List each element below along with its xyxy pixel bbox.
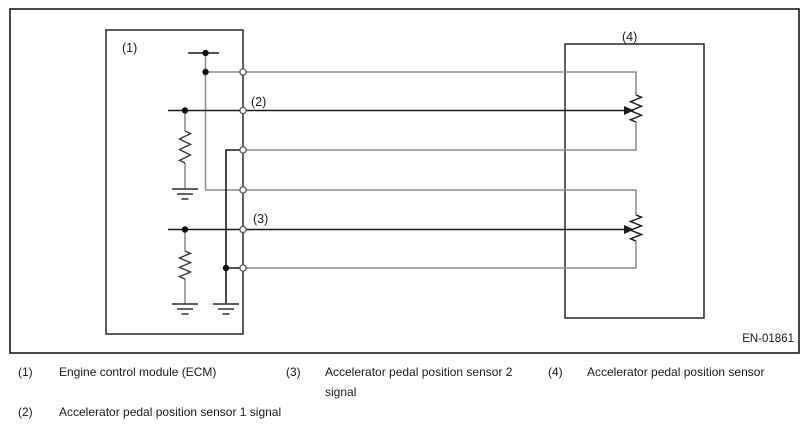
legend-text: Engine control module (ECM) [59, 365, 217, 379]
junction-dot [202, 68, 209, 76]
connector-pin [239, 186, 247, 194]
potentiometer-zigzag [628, 214, 644, 242]
circuit-diagram: (1) (2) (3) (4) [9, 8, 800, 354]
junction-dot [181, 107, 189, 114]
resistor-zigzag [177, 250, 193, 280]
legend-number: (2) [18, 405, 33, 419]
legend-item-2: (2) Accelerator pedal position sensor 1 … [18, 402, 284, 422]
junction-dot [202, 49, 209, 57]
legend-number: (3) [286, 365, 301, 379]
connector-pin [239, 225, 247, 234]
junction-dot [181, 226, 189, 233]
legend-text: Accelerator pedal position sensor 2 sign… [325, 365, 513, 399]
legend-item-4: (4) Accelerator pedal position sensor [548, 362, 808, 382]
wire-black [225, 149, 243, 304]
legend-text: Accelerator pedal position sensor 1 sign… [59, 405, 282, 419]
connector-pin [239, 68, 247, 76]
diagram-label-l3: (3) [253, 212, 268, 226]
wire-gray [205, 71, 637, 95]
wire-gray [243, 241, 637, 269]
legend-item-3: (3) Accelerator pedal position sensor 2 … [286, 362, 540, 402]
ecm-box [105, 29, 244, 335]
wire-gray [243, 122, 637, 151]
legend-item-1: (1) Engine control module (ECM) [18, 362, 294, 382]
figure-code: EN-01861 [742, 333, 794, 345]
diagram-label-l1: (1) [122, 41, 137, 55]
diagram-label-l2: (2) [251, 95, 266, 109]
potentiometer-zigzag [628, 94, 644, 123]
connector-pin [239, 106, 247, 115]
diagram-label-l4: (4) [622, 30, 637, 44]
legend-number: (1) [18, 365, 33, 379]
sensor-box [564, 43, 705, 319]
outer-border [9, 8, 800, 354]
resistor-zigzag [177, 130, 193, 164]
connector-pin [239, 146, 247, 154]
legend-text: Accelerator pedal position sensor [587, 365, 765, 379]
arrowhead-icon [624, 106, 634, 115]
wire-gray [204, 53, 637, 215]
arrowhead-icon [624, 225, 634, 234]
legend-number: (4) [548, 365, 563, 379]
connector-pin [239, 264, 247, 272]
junction-dot [222, 264, 230, 272]
